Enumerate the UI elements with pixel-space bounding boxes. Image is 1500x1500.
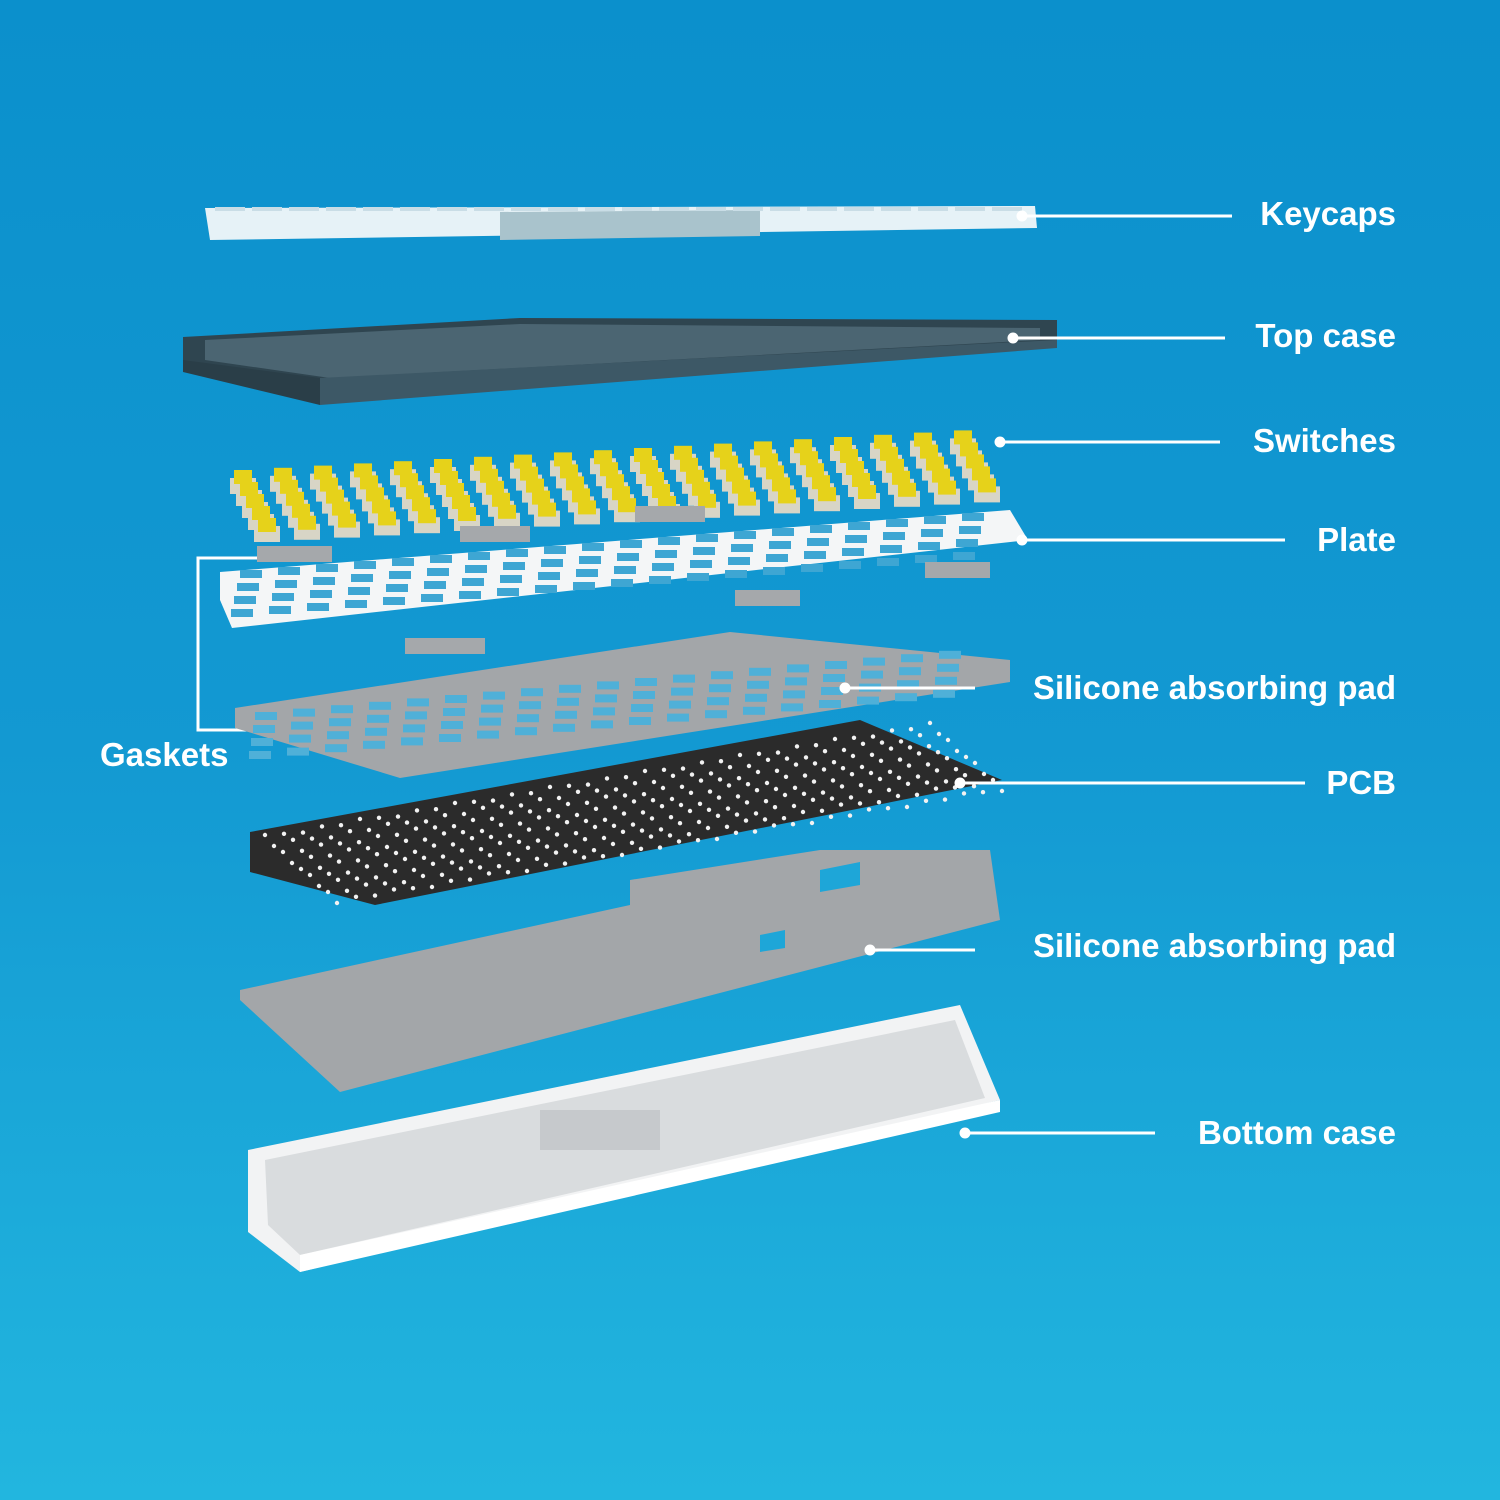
switch bbox=[734, 491, 760, 516]
top-case-layer bbox=[183, 318, 1057, 405]
pcb-layer bbox=[250, 720, 1005, 906]
switch bbox=[374, 511, 400, 536]
leader-lines bbox=[839, 210, 1305, 1139]
switch bbox=[334, 513, 360, 538]
label-silicone-pad-1: Silicone absorbing pad bbox=[1032, 669, 1396, 706]
switch bbox=[894, 482, 920, 507]
bottom-case-layer bbox=[248, 1005, 1000, 1272]
label-bottom-case: Bottom case bbox=[1197, 1114, 1396, 1151]
switch bbox=[974, 478, 1000, 503]
label-switches: Switches bbox=[1252, 422, 1396, 459]
switch bbox=[814, 487, 840, 512]
switch bbox=[294, 515, 320, 540]
switch bbox=[494, 504, 520, 529]
plate-layer bbox=[220, 510, 1028, 628]
gaskets-bracket bbox=[196, 556, 262, 732]
silicone-pad-top-layer bbox=[235, 632, 1010, 778]
switch bbox=[614, 498, 640, 523]
switch bbox=[854, 485, 880, 509]
gaskets bbox=[257, 506, 990, 654]
label-plate: Plate bbox=[1317, 521, 1396, 558]
label-gaskets: Gaskets bbox=[100, 736, 229, 773]
switch bbox=[414, 509, 440, 534]
label-top-case: Top case bbox=[1255, 317, 1396, 354]
switch bbox=[934, 480, 960, 505]
switch bbox=[534, 502, 560, 527]
label-silicone-pad-2: Silicone absorbing pad bbox=[1032, 927, 1396, 964]
label-keycaps: Keycaps bbox=[1260, 195, 1396, 232]
label-pcb: PCB bbox=[1326, 764, 1396, 801]
silicone-pad-bottom-layer bbox=[240, 850, 1000, 1092]
switch bbox=[574, 500, 600, 525]
keycaps-layer bbox=[205, 206, 1037, 240]
switch bbox=[254, 518, 280, 542]
switch bbox=[774, 489, 800, 514]
switches-layer bbox=[230, 430, 1000, 542]
